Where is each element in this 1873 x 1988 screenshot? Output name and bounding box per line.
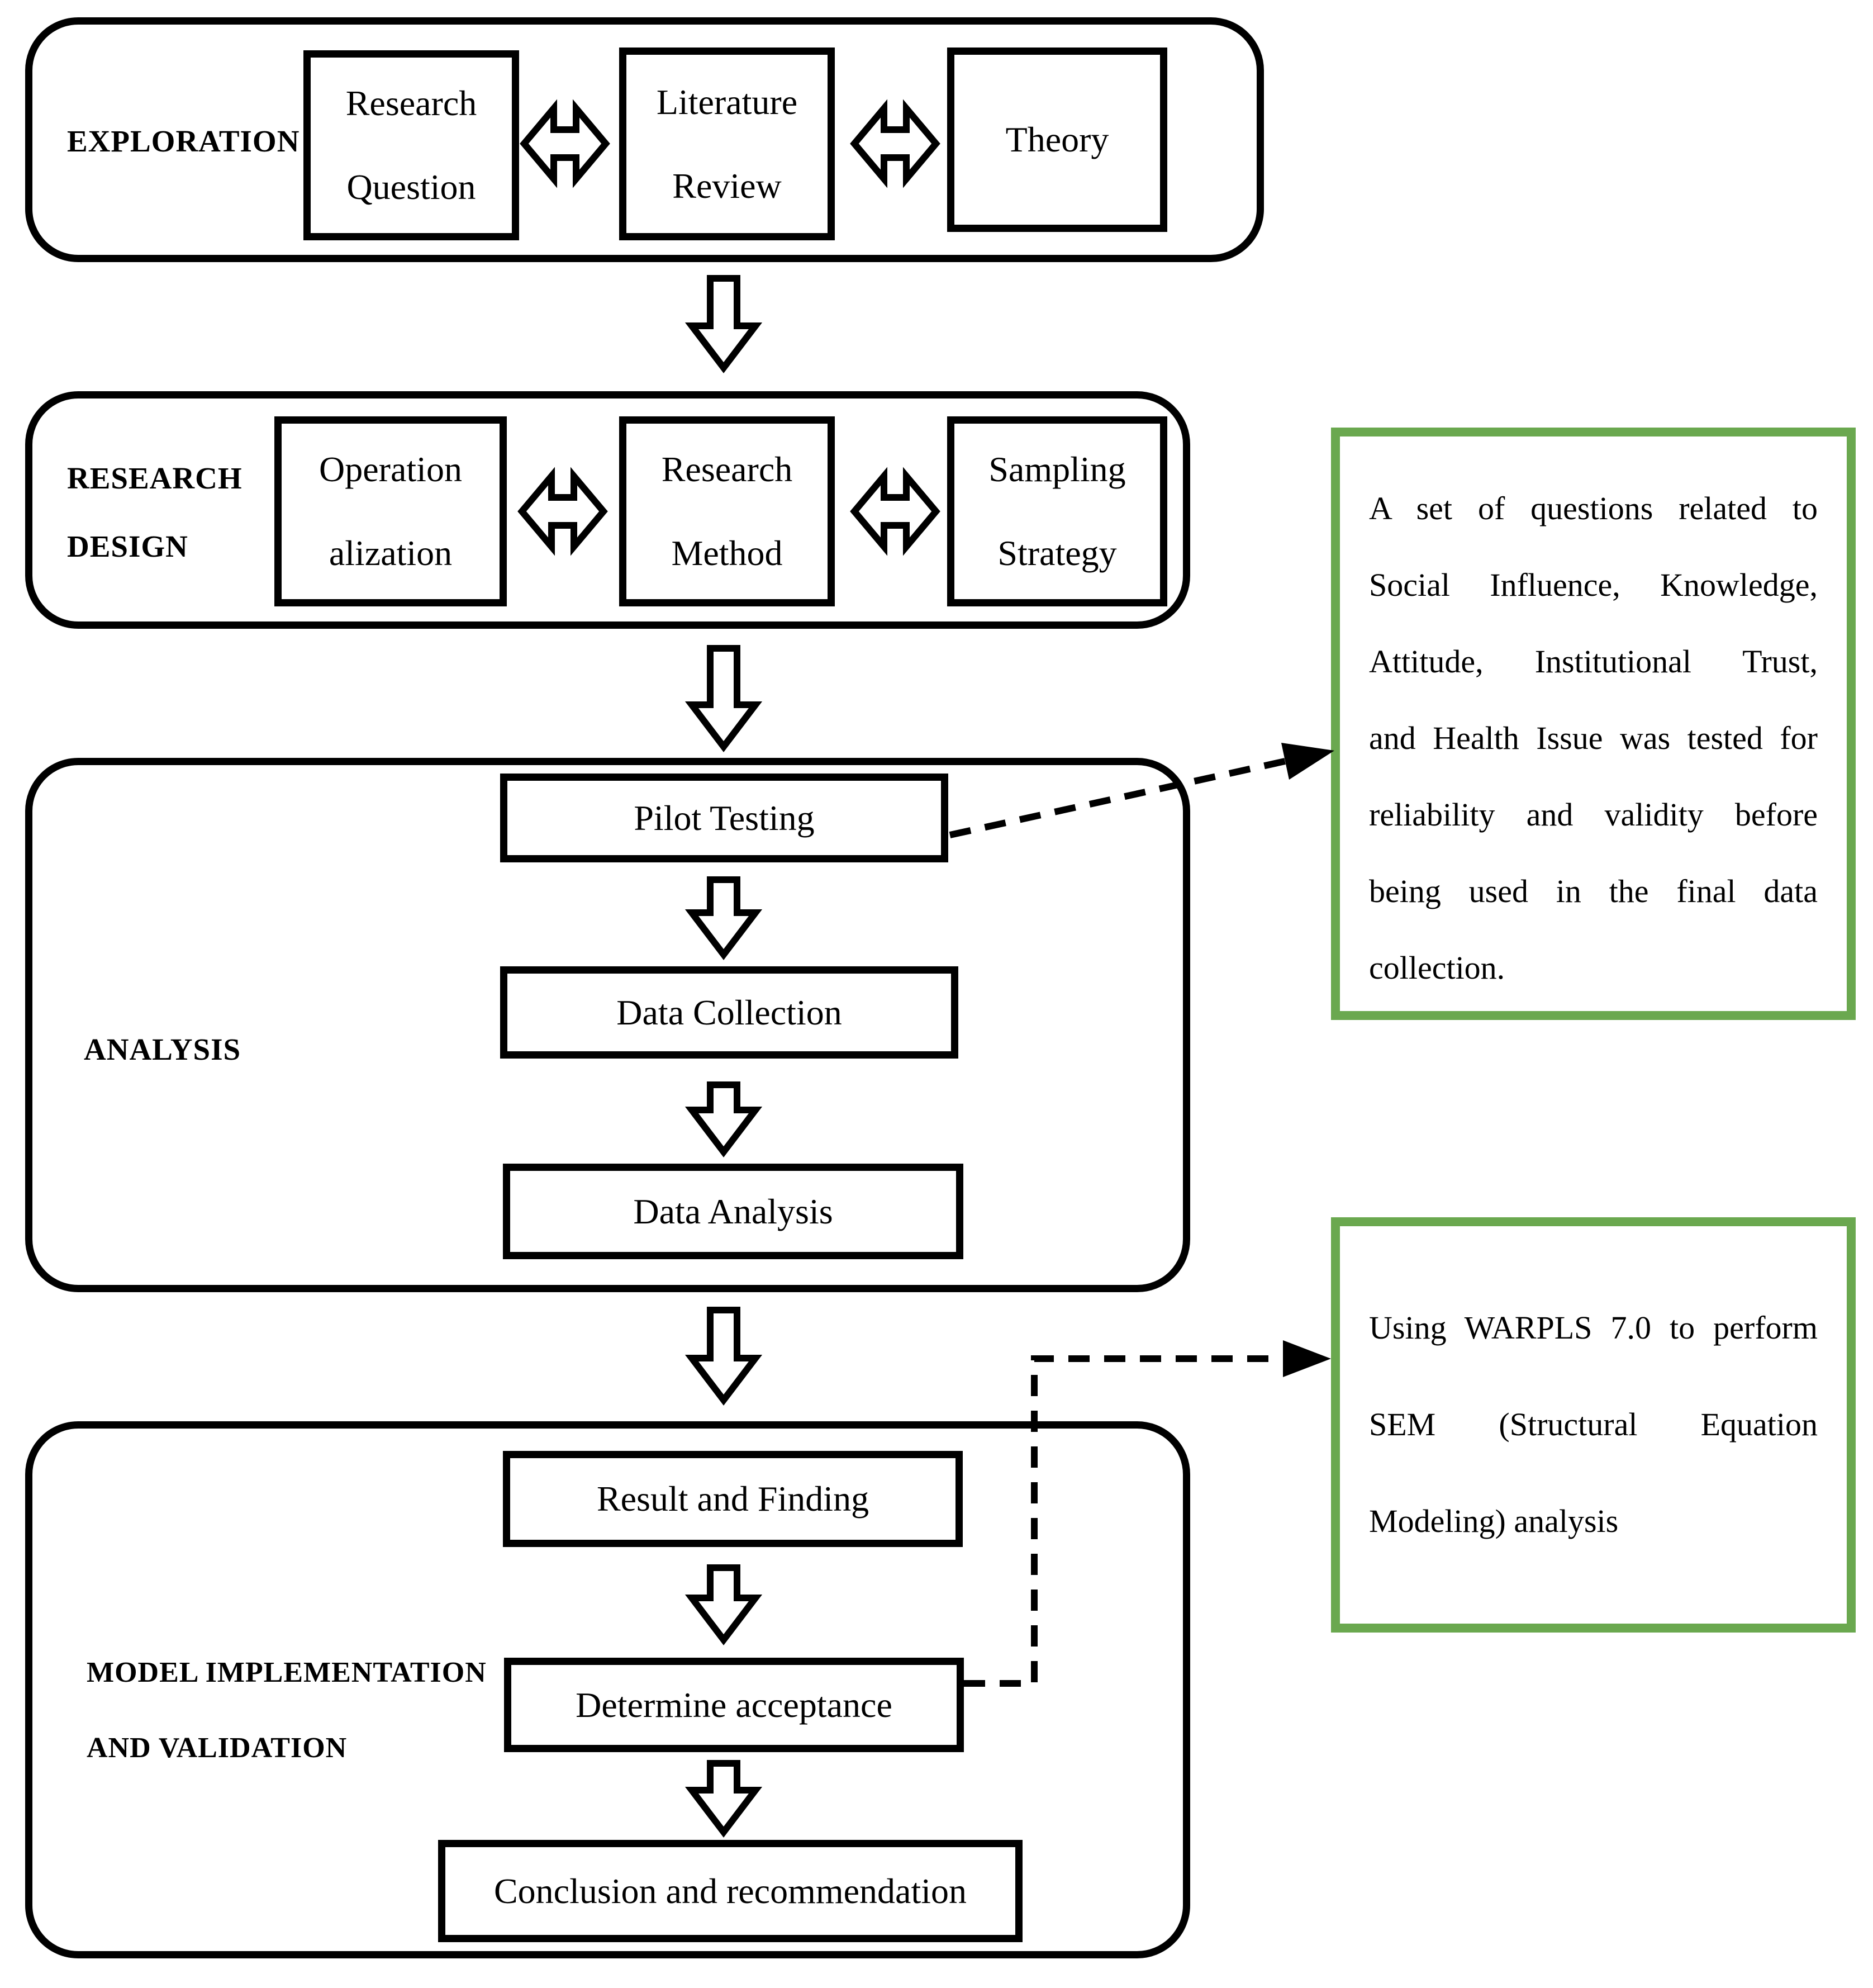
box-label: Pilot Testing [634, 798, 815, 838]
annotation-line: Using WARPLS 7.0 to perform [1369, 1309, 1818, 1346]
box-pilot-testing: Pilot Testing [500, 774, 948, 862]
annotation-line: and Health Issue was tested for [1369, 720, 1818, 756]
box-literature-review: Literature Review [619, 48, 835, 240]
annotation-pilot-testing-note: A set of questions related to Social Inf… [1331, 428, 1856, 1020]
box-determine-acceptance: Determine acceptance [504, 1658, 964, 1752]
annotation-line: Modeling) analysis [1369, 1503, 1619, 1539]
label-exploration: EXPLORATION [67, 124, 300, 158]
box-label: Data Collection [616, 992, 842, 1032]
annotation-line: A set of questions related to [1369, 490, 1818, 526]
box-operationalization: Operation alization [274, 416, 507, 606]
box-label: Operation alization [319, 449, 462, 573]
section-analysis [25, 758, 1190, 1292]
box-data-collection: Data Collection [500, 966, 958, 1059]
box-conclusion-and-recommendation: Conclusion and recommendation [438, 1840, 1023, 1942]
box-label: Theory [1005, 120, 1109, 159]
annotation-line: Attitude, Institutional Trust, [1369, 643, 1818, 680]
annotation-line: being used in the final data [1369, 873, 1818, 909]
box-research-question: Research Question [303, 50, 519, 240]
section-research-design [25, 391, 1190, 629]
box-label: Research Method [661, 449, 793, 573]
box-theory: Theory [947, 48, 1167, 232]
box-label: Sampling Strategy [988, 449, 1126, 573]
annotation-sem-analysis-note: Using WARPLS 7.0 to perform SEM (Structu… [1331, 1217, 1856, 1633]
box-label: Conclusion and recommendation [493, 1871, 967, 1911]
label-analysis: ANALYSIS [84, 1032, 241, 1066]
down-arrow-icon [684, 1307, 763, 1406]
box-result-and-finding: Result and Finding [503, 1451, 963, 1547]
box-research-method: Research Method [619, 416, 835, 606]
annotation-line: SEM (Structural Equation [1369, 1406, 1818, 1443]
annotation-line: Social Influence, Knowledge, [1369, 567, 1818, 603]
down-arrow-icon [684, 645, 763, 752]
box-label: Data Analysis [633, 1191, 833, 1231]
section-exploration [25, 17, 1264, 262]
box-label: Literature Review [656, 82, 798, 206]
box-label: Research Question [345, 83, 477, 207]
section-model-implementation [25, 1421, 1190, 1958]
annotation-line: collection. [1369, 950, 1505, 986]
label-research-design: RESEARCH DESIGN [67, 461, 243, 563]
box-data-analysis: Data Analysis [503, 1164, 963, 1259]
down-arrow-icon [684, 275, 763, 373]
box-label: Result and Finding [596, 1479, 869, 1519]
box-label: Determine acceptance [576, 1685, 892, 1725]
annotation-line: reliability and validity before [1369, 796, 1818, 833]
box-sampling-strategy: Sampling Strategy [947, 416, 1167, 606]
label-model-implementation: MODEL IMPLEMENTATION AND VALIDATION [87, 1657, 487, 1764]
